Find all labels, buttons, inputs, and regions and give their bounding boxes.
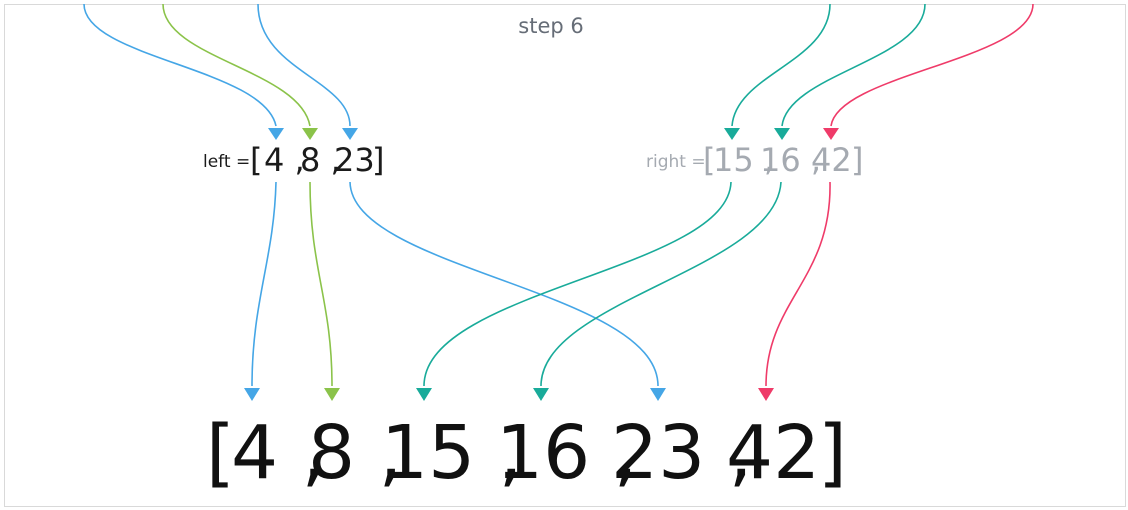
incoming-arrowhead-blue-2 <box>342 128 358 140</box>
incoming-arrowhead-teal-1 <box>724 128 740 140</box>
merge-arrowhead-15 <box>416 388 432 401</box>
left-comma-0: , <box>295 141 305 179</box>
right-open-bracket: [ <box>703 141 715 179</box>
step-title: step 6 <box>518 14 583 38</box>
right-comma-1: , <box>811 141 821 179</box>
result-close-bracket: ] <box>818 410 847 496</box>
incoming-arrow-blue-1 <box>83 3 277 127</box>
result-comma-4: , <box>729 410 753 496</box>
left-array: left = [ 4 , 8 , 23 ] <box>203 141 385 179</box>
result-value-0: 4 <box>231 410 278 496</box>
merge-arrow-16 <box>540 181 782 387</box>
right-close-bracket: ] <box>851 141 863 179</box>
result-comma-3: , <box>614 410 638 496</box>
result-comma-1: , <box>379 410 403 496</box>
result-comma-2: , <box>499 410 523 496</box>
left-array-label: left = <box>203 152 250 172</box>
right-array-values: [ 15 , 16 , 42 ] <box>703 141 863 179</box>
right-value-1: 16 <box>760 141 801 179</box>
merge-arrow-23 <box>349 181 659 387</box>
merge-arrowhead-16 <box>533 388 549 401</box>
left-close-bracket: ] <box>372 141 384 179</box>
incoming-arrows <box>83 3 1034 140</box>
result-array-values: [ 4 , 8 , 15 , 16 , 23 , 42 ] <box>206 410 847 496</box>
incoming-arrowhead-red <box>823 128 839 140</box>
left-open-bracket: [ <box>250 141 262 179</box>
result-value-5: 42 <box>726 410 820 496</box>
incoming-arrowhead-blue-1 <box>268 128 284 140</box>
merge-arrow-8 <box>309 181 333 387</box>
right-array: right = [ 15 , 16 , 42 ] <box>646 141 863 179</box>
incoming-arrow-teal-1 <box>731 3 831 127</box>
merge-arrowhead-4 <box>244 388 260 401</box>
left-comma-1: , <box>331 141 341 179</box>
merge-arrowhead-23 <box>650 388 666 401</box>
incoming-arrow-teal-2 <box>781 3 926 127</box>
incoming-arrowhead-teal-2 <box>774 128 790 140</box>
incoming-arrow-green <box>162 3 311 127</box>
merge-arrows <box>244 181 831 401</box>
result-array: [ 4 , 8 , 15 , 16 , 23 , 42 ] <box>206 410 847 496</box>
incoming-arrow-red <box>830 3 1034 127</box>
result-value-4: 23 <box>611 410 705 496</box>
left-value-2: 23 <box>334 141 375 179</box>
diagram-frame <box>4 4 1126 507</box>
incoming-arrowhead-green <box>302 128 318 140</box>
result-value-1: 8 <box>308 410 355 496</box>
merge-arrowhead-8 <box>324 388 340 401</box>
merge-arrow-4 <box>251 181 277 387</box>
result-open-bracket: [ <box>206 410 235 496</box>
result-value-3: 16 <box>496 410 590 496</box>
result-value-2: 15 <box>381 410 475 496</box>
incoming-arrow-blue-2 <box>257 3 351 127</box>
merge-arrow-15 <box>423 181 732 387</box>
left-array-values: [ 4 , 8 , 23 ] <box>250 141 385 179</box>
merge-arrowhead-42 <box>758 388 774 401</box>
left-value-1: 8 <box>300 141 320 179</box>
merge-arrow-42 <box>765 181 831 387</box>
right-comma-0: , <box>764 141 774 179</box>
right-value-0: 15 <box>713 141 754 179</box>
result-comma-0: , <box>302 410 326 496</box>
right-array-label: right = <box>646 152 706 172</box>
left-value-0: 4 <box>264 141 284 179</box>
right-value-2: 42 <box>811 141 852 179</box>
